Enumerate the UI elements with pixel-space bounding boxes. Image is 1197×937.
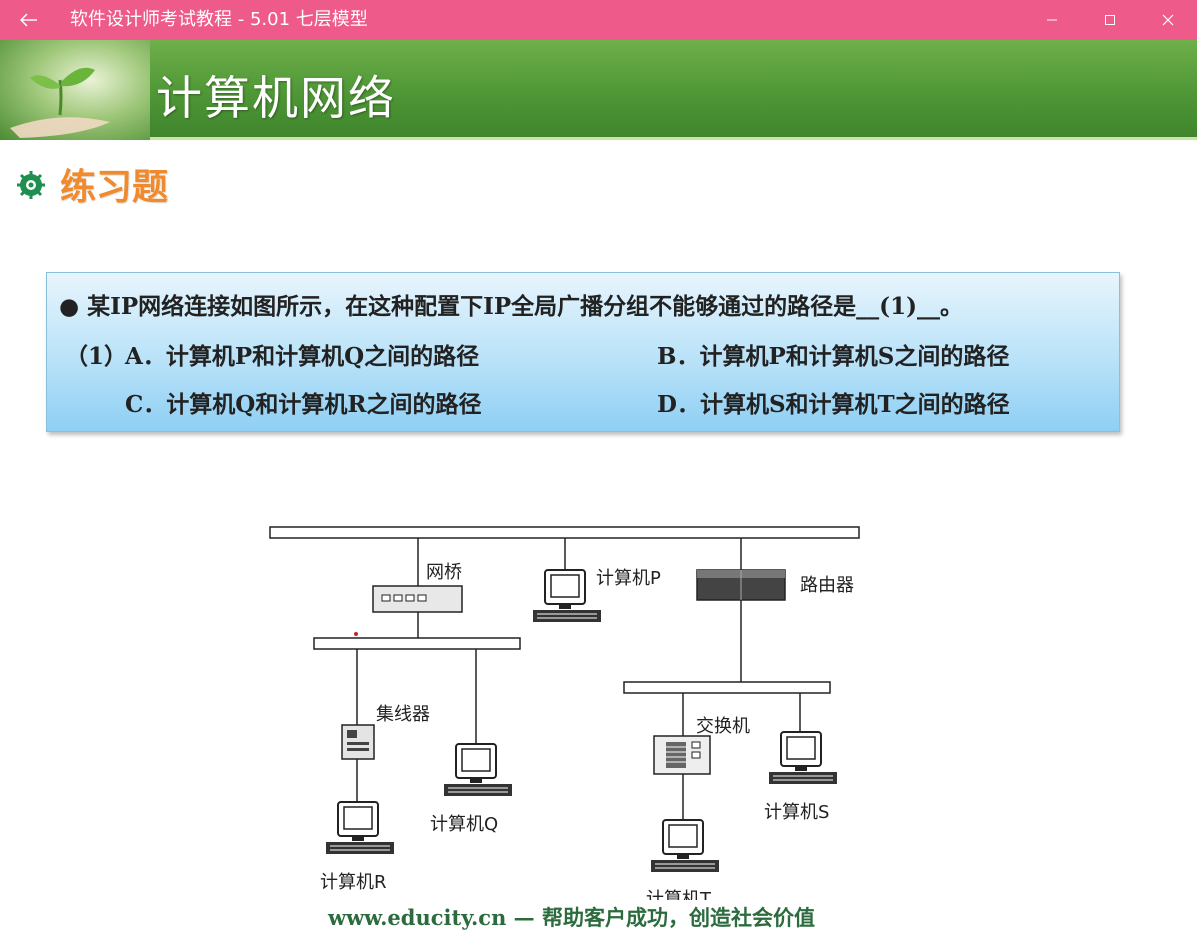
banner-divider (150, 137, 1197, 140)
option-d: D．计算机S和计算机T之间的路径 (657, 391, 1010, 418)
computer-r (325, 801, 395, 855)
computer-r-label: 计算机R (320, 872, 387, 893)
plant-hand-image (0, 40, 150, 140)
computer-t-label: 计算机T (646, 889, 712, 900)
option-a: A．计算机P和计算机Q之间的路径 (125, 343, 480, 370)
bridge-label: 网桥 (426, 562, 462, 583)
window-title: 软件设计师考试教程 - 5.01 七层模型 (70, 9, 368, 30)
slide-canvas: 计算机网络 练习题 ● 某IP网络连接如图所示，在这种配置下IP全局广播分组不能… (0, 40, 1197, 937)
back-button[interactable] (0, 0, 58, 40)
backbone-segment (269, 526, 860, 539)
maximize-icon (1105, 15, 1115, 25)
minimize-icon (1047, 19, 1057, 21)
option-b: B．计算机P和计算机S之间的路径 (657, 343, 1010, 370)
banner-title: 计算机网络 (156, 71, 396, 125)
left-segment (313, 637, 521, 650)
switch-device (653, 735, 711, 775)
maximize-button[interactable] (1081, 0, 1139, 40)
computer-s-label: 计算机S (764, 802, 829, 823)
computer-q (443, 743, 513, 797)
bridge-device (372, 585, 463, 613)
window-titlebar: 软件设计师考试教程 - 5.01 七层模型 (0, 0, 1197, 40)
question-text: ● 某IP网络连接如图所示，在这种配置下IP全局广播分组不能够通过的路径是__(… (59, 293, 963, 320)
hub-label: 集线器 (376, 704, 430, 725)
option-c: C．计算机Q和计算机R之间的路径 (125, 391, 482, 418)
switch-label: 交换机 (696, 716, 750, 737)
slide-banner: 计算机网络 (0, 40, 1197, 140)
footer-slogan: www.educity.cn — 帮助客户成功，创造社会价值 (328, 905, 815, 930)
option-prefix: （1） (65, 343, 128, 370)
computer-t (650, 819, 720, 873)
router-device (696, 569, 786, 601)
network-diagram: 网桥 计算机P 路由器 集线器 计算机R (269, 526, 860, 900)
close-button[interactable] (1139, 0, 1197, 40)
question-box: ● 某IP网络连接如图所示，在这种配置下IP全局广播分组不能够通过的路径是__(… (46, 272, 1120, 432)
computer-s (768, 731, 838, 785)
computer-p (532, 569, 602, 623)
minimize-button[interactable] (1023, 0, 1081, 40)
close-icon (1162, 14, 1174, 26)
section-title: 练习题 (60, 166, 169, 208)
gear-icon (17, 171, 45, 199)
window-controls (1023, 0, 1197, 40)
arrow-left-icon (20, 13, 37, 27)
hub-device (341, 724, 375, 760)
computer-p-label: 计算机P (596, 568, 661, 589)
right-segment (623, 681, 831, 694)
router-label: 路由器 (800, 575, 854, 596)
computer-q-label: 计算机Q (430, 814, 498, 835)
